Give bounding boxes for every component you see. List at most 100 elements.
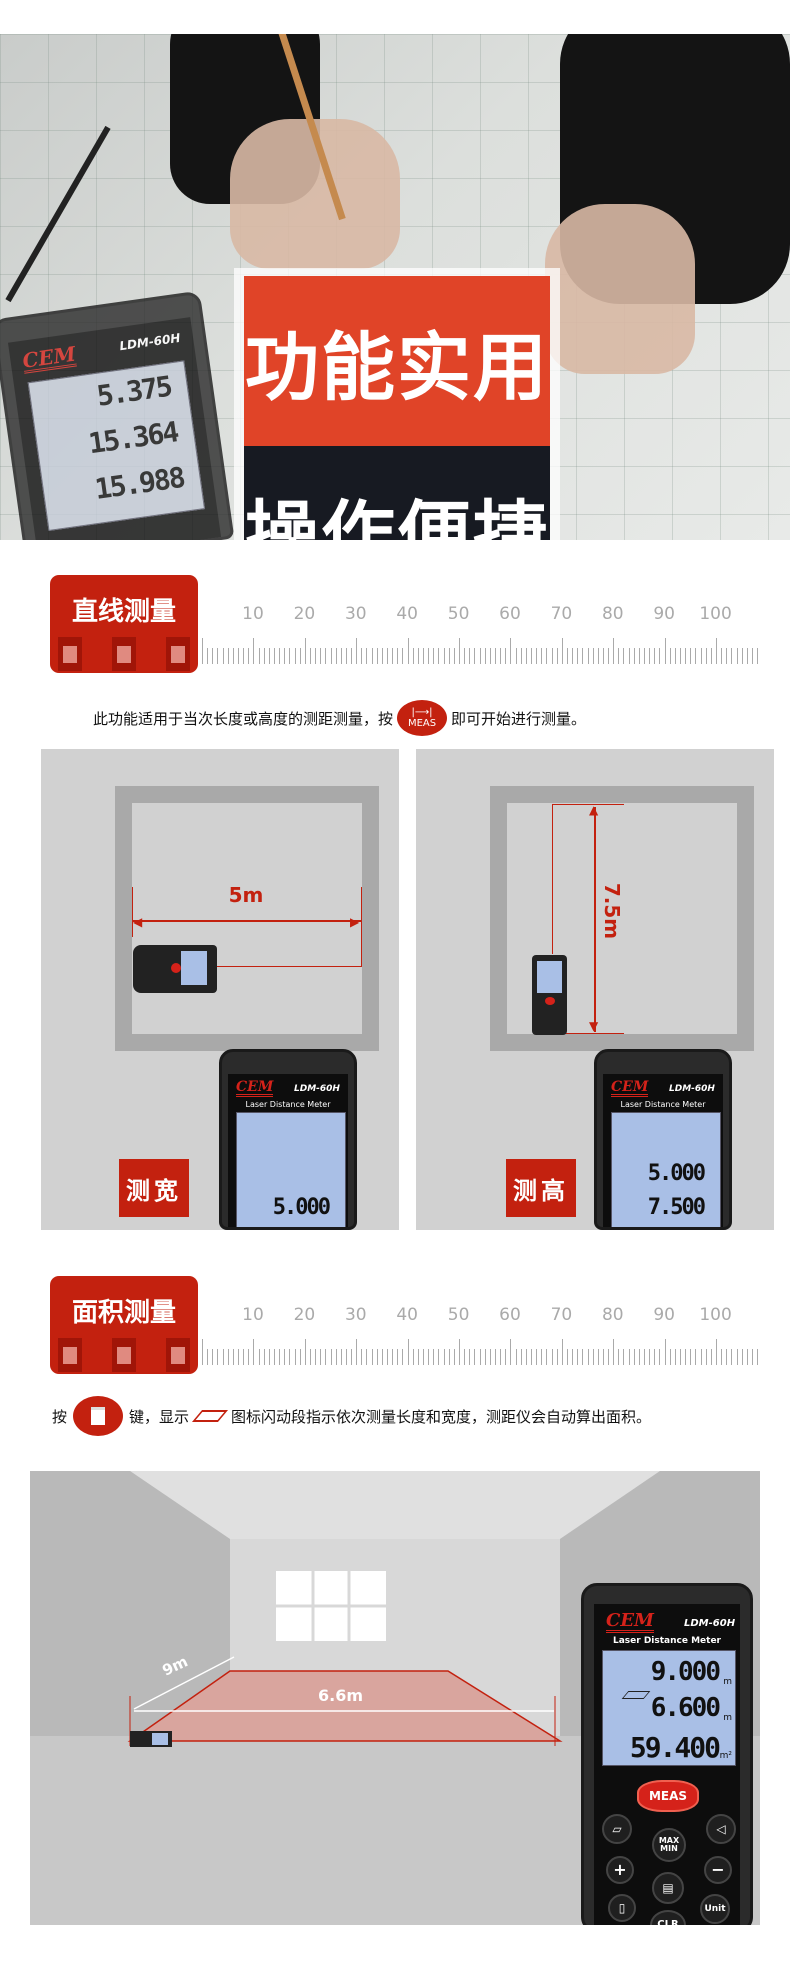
ruler-tick	[618, 648, 620, 664]
ruler-tick	[536, 648, 538, 664]
reading-area: 59.400	[629, 1731, 721, 1764]
ruler-tick	[623, 648, 625, 664]
unit-button[interactable]: Unit	[700, 1894, 730, 1924]
device-closeup: CEM LDM-60H Laser Distance Meter 5.000	[219, 1049, 357, 1230]
ruler-tick	[520, 1349, 522, 1365]
ruler-tick	[376, 1349, 378, 1365]
ruler-tick	[741, 1349, 743, 1365]
ruler-label: 20	[293, 1305, 316, 1325]
ruler-tick	[551, 1349, 553, 1365]
ruler-tick	[741, 648, 743, 664]
ruler-tick	[212, 1349, 214, 1365]
ruler-tick	[417, 1349, 419, 1365]
ruler-tick	[556, 1349, 558, 1365]
plus-button[interactable]: +	[606, 1856, 634, 1884]
ruler-label: 80	[601, 1305, 624, 1325]
ruler-tick	[402, 648, 404, 664]
ruler-tick	[474, 1349, 476, 1365]
meas-button-icon: |⟶|MEAS	[397, 700, 448, 736]
ruler-tick	[340, 1349, 342, 1365]
brand-logo: CEM	[606, 1610, 654, 1633]
instruction-area: 按 键，显示 图标闪动段指示依次测量长度和宽度，测距仪会自动算出面积。	[52, 1395, 651, 1437]
meas-button[interactable]: MEAS	[637, 1780, 699, 1812]
ruler-tick	[649, 648, 651, 664]
ruler-tick	[284, 1349, 286, 1365]
title-box: 功能实用 操作便捷	[234, 268, 560, 540]
ruler-tick	[248, 1349, 250, 1365]
ruler-tick	[561, 638, 563, 664]
ruler-label: 50	[447, 1305, 470, 1325]
minus-button[interactable]: −	[704, 1856, 732, 1884]
ruler-tick	[587, 648, 589, 664]
reading-2: 5.000	[647, 1161, 706, 1186]
cube-icon: ▱	[612, 1822, 622, 1836]
clr-button[interactable]: CLR	[650, 1910, 686, 1925]
area-button[interactable]: ▱	[602, 1814, 632, 1844]
reading-length: 9.000	[650, 1657, 721, 1687]
ruler-tick	[464, 1349, 466, 1365]
ruler-tick	[654, 648, 656, 664]
ruler-tick	[566, 1349, 568, 1365]
ruler-label: 90	[653, 1305, 676, 1325]
ruler-tick	[263, 648, 265, 664]
reference-button[interactable]: ▯	[608, 1894, 636, 1922]
ruler-tick	[505, 1349, 507, 1365]
ruler-label: 30	[344, 604, 367, 624]
instruction-text: 键，显示	[129, 1407, 190, 1426]
ruler-tick	[489, 648, 491, 664]
ruler-tick	[556, 648, 558, 664]
ruler-tick	[505, 648, 507, 664]
ruler-tick	[489, 1349, 491, 1365]
ruler-tick	[577, 648, 579, 664]
ruler-tick	[397, 1349, 399, 1365]
ruler-tick	[705, 648, 707, 664]
ruler-tick	[407, 1339, 409, 1365]
reading-2: 15.364	[86, 415, 180, 461]
angle-button[interactable]: ◁	[706, 1814, 736, 1844]
hero-device: CEM LDM-60H 5.375 15.364 15.988	[0, 290, 235, 540]
ruler-tick	[448, 1349, 450, 1365]
ruler-tick	[268, 1349, 270, 1365]
ruler-tick	[546, 1349, 548, 1365]
instruction-text: 图标闪动段指示依次测量长度和宽度，测距仪会自动算出面积。	[231, 1407, 652, 1426]
panel-height: ▲ ▼ 7.5m CEM LDM-60H Laser Distance Mete…	[416, 749, 774, 1230]
lcd-screen: 9.000 m 6.600 m 59.400 m²	[602, 1650, 736, 1766]
ruler-tick	[695, 648, 697, 664]
ruler-tick	[438, 1349, 440, 1365]
ruler-tick	[520, 648, 522, 664]
room-perspective	[30, 1471, 760, 1925]
ruler-tick	[345, 1349, 347, 1365]
ruler-tick	[685, 1349, 687, 1365]
ruler-tick	[628, 1349, 630, 1365]
section-title-area: 面积测量	[50, 1276, 198, 1374]
ruler-tick	[716, 638, 717, 664]
ruler-tick	[690, 1349, 692, 1365]
ruler-tick	[644, 648, 646, 664]
ruler-tick	[592, 648, 594, 664]
ruler-tick	[746, 648, 748, 664]
ruler-label: 40	[396, 604, 419, 624]
ruler-tick	[530, 648, 532, 664]
ruler-label: 100	[699, 604, 732, 624]
decor-square	[58, 1338, 82, 1372]
ruler-tick	[268, 648, 270, 664]
arrow-to-line-icon: |⟶|	[411, 707, 433, 718]
ruler-tick	[417, 648, 419, 664]
model-label: LDM-60H	[118, 330, 182, 354]
ruler-tick	[330, 1349, 332, 1365]
length-label: 6.6m	[318, 1686, 364, 1705]
dimension-line	[594, 807, 596, 1032]
ruler-tick	[273, 1349, 275, 1365]
ruler-tick	[721, 1349, 723, 1365]
level-button[interactable]: ▤	[652, 1872, 684, 1904]
ruler-tick	[597, 1349, 599, 1365]
ruler-tick	[356, 1339, 358, 1365]
ruler-label: 10	[242, 604, 264, 624]
ruler-tick	[315, 1349, 317, 1365]
ruler-tick	[320, 648, 322, 664]
ruler-tick	[674, 648, 676, 664]
ruler-tick	[304, 638, 306, 664]
ruler-tick	[335, 1349, 337, 1365]
ruler-label: 90	[653, 604, 676, 624]
